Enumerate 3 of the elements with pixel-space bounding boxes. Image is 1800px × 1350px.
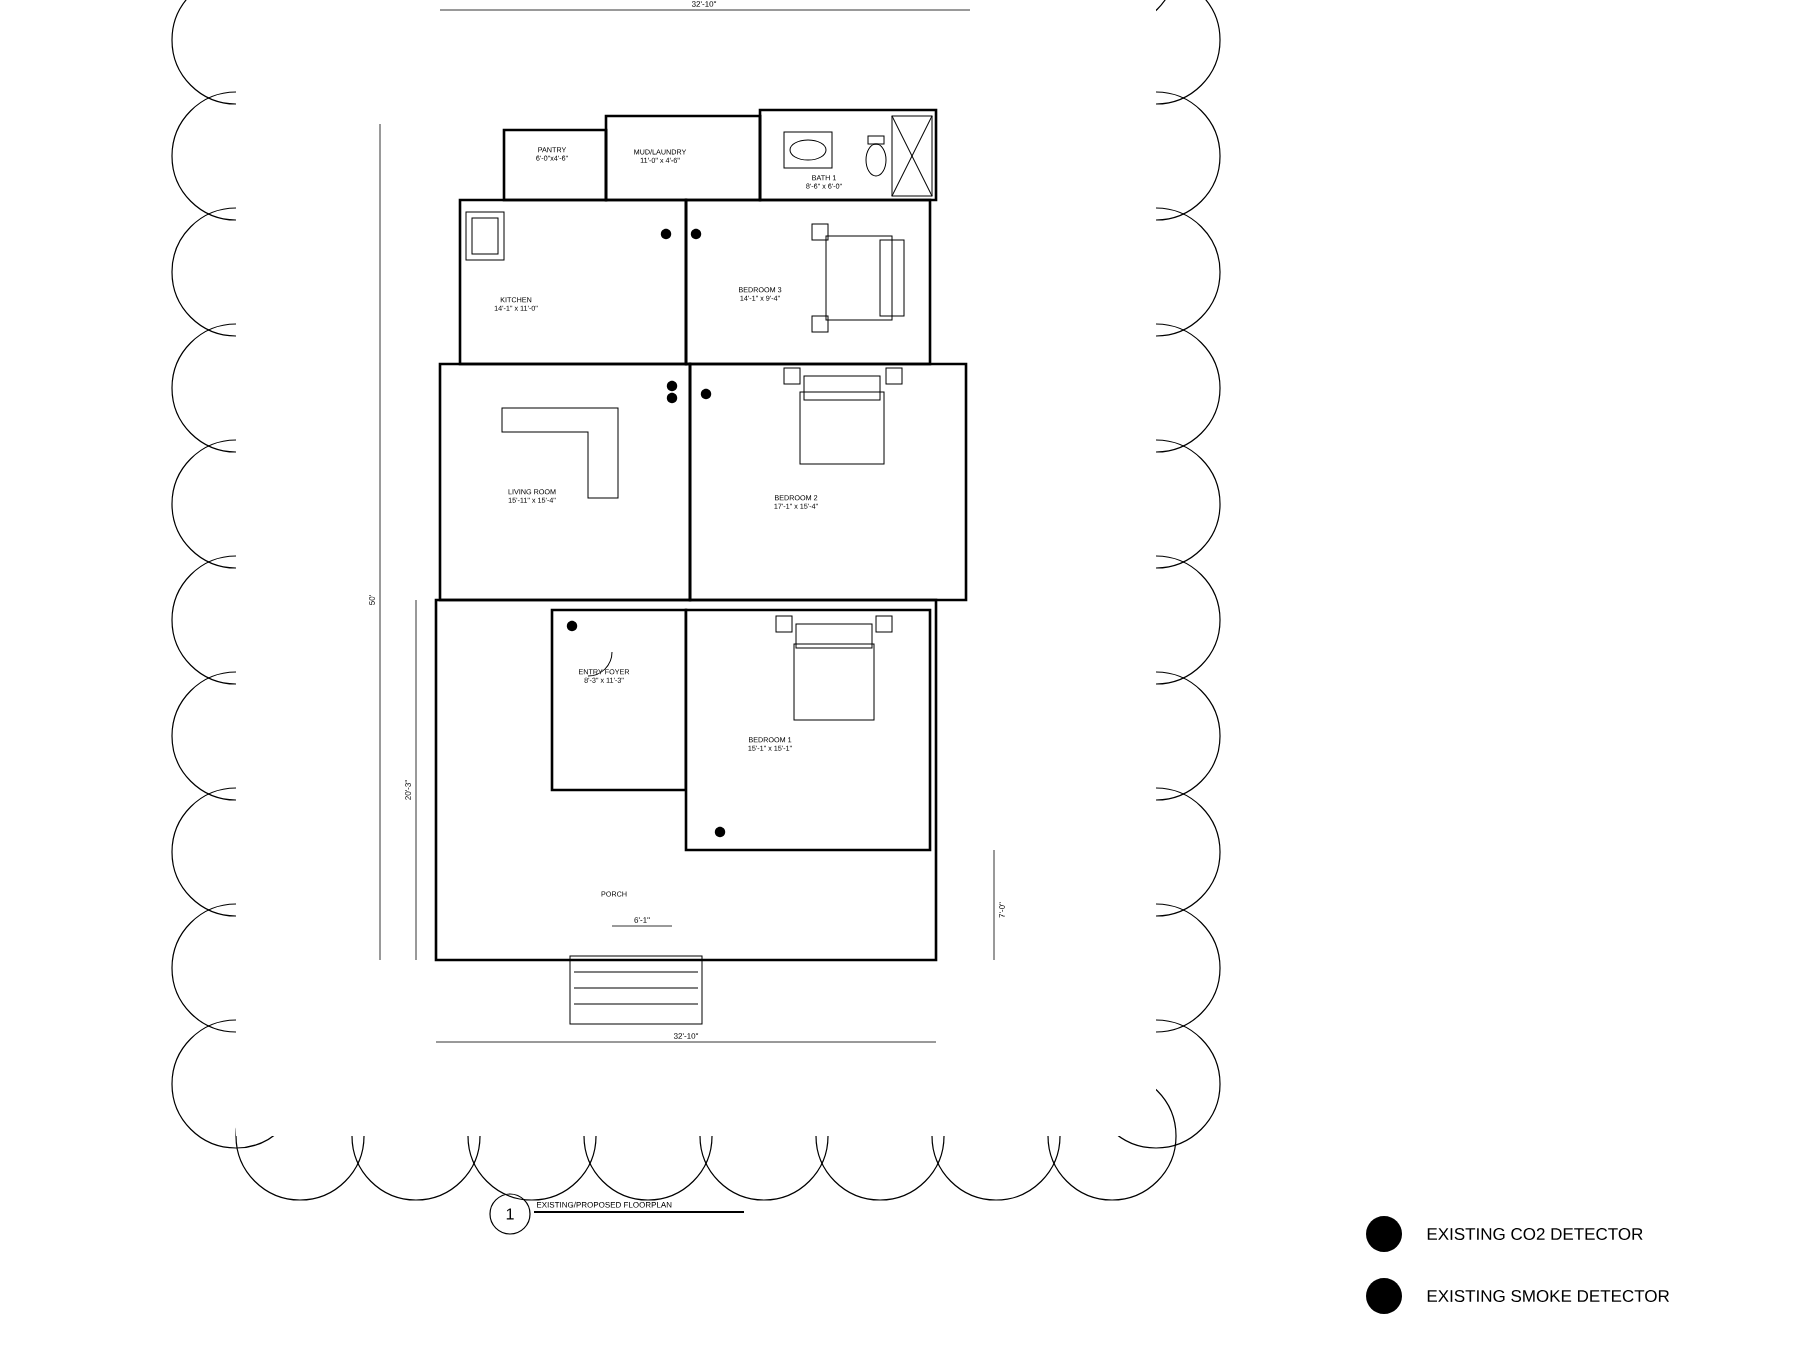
legend-label: EXISTING CO2 DETECTOR <box>1427 1228 1643 1241</box>
callout-number: 1 <box>489 1193 531 1235</box>
legend-label: EXISTING SMOKE DETECTOR <box>1427 1290 1670 1303</box>
